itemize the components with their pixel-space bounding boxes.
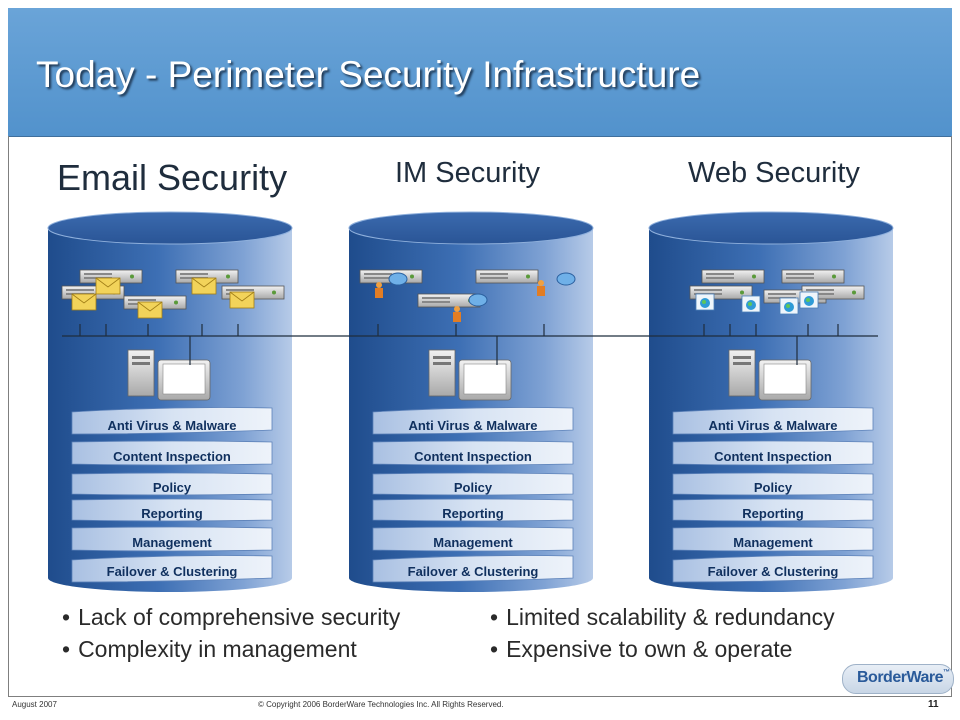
logo-wordmark: BorderWare xyxy=(857,669,943,686)
logo-text: BorderWare™ xyxy=(857,669,950,687)
bullet-item: • Complexity in management xyxy=(62,636,357,663)
footer-rule xyxy=(8,696,952,697)
im-layer-management: Management xyxy=(433,535,513,550)
email-layer-anti-virus: Anti Virus & Malware xyxy=(107,418,237,433)
right-frame-line xyxy=(951,136,952,696)
mail-server-appliance-icon xyxy=(61,269,285,319)
network-drop-lines xyxy=(79,324,839,365)
email-layer-failover: Failover & Clustering xyxy=(106,564,238,579)
web-layer-failover: Failover & Clustering xyxy=(707,564,839,579)
web-layer-content-inspection: Content Inspection xyxy=(714,449,832,464)
im-layer-reporting: Reporting xyxy=(442,506,504,521)
web-server-appliance-icon xyxy=(689,269,865,315)
im-layer-content-inspection: Content Inspection xyxy=(414,449,532,464)
im-layer-failover: Failover & Clustering xyxy=(407,564,539,579)
web-layer-management: Management xyxy=(733,535,813,550)
left-frame-line xyxy=(8,136,9,696)
email-layer-reporting: Reporting xyxy=(141,506,203,521)
web-layer-policy: Policy xyxy=(753,480,793,495)
im-security-heading: IM Security xyxy=(395,157,541,189)
email-security-heading: Email Security xyxy=(57,157,288,198)
bullet-item: • Limited scalability & redundancy xyxy=(490,604,835,631)
email-layer-management: Management xyxy=(132,535,212,550)
web-layer-reporting: Reporting xyxy=(742,506,804,521)
bullet-marker: • xyxy=(490,604,499,630)
im-server-appliance-icon xyxy=(359,269,576,322)
web-layer-anti-virus: Anti Virus & Malware xyxy=(708,418,838,433)
bullet-text: Expensive to own & operate xyxy=(506,636,793,662)
footer-date: August 2007 xyxy=(12,700,57,709)
email-layer-content-inspection: Content Inspection xyxy=(113,449,231,464)
logo-trademark: ™ xyxy=(942,669,950,676)
page-number: 11 xyxy=(928,699,939,710)
slide-title: Today - Perimeter Security Infrastructur… xyxy=(36,54,701,95)
bullet-marker: • xyxy=(490,636,499,662)
bullet-item: • Expensive to own & operate xyxy=(490,636,792,663)
borderware-logo: BorderWare™ xyxy=(842,664,954,694)
bullet-item: • Lack of comprehensive security xyxy=(62,604,400,631)
bullet-text: Limited scalability & redundancy xyxy=(506,604,835,630)
web-security-heading: Web Security xyxy=(688,157,860,189)
email-layer-policy: Policy xyxy=(152,480,192,495)
bullet-marker: • xyxy=(62,636,71,662)
bullet-marker: • xyxy=(62,604,71,630)
title-banner: Today - Perimeter Security Infrastructur… xyxy=(8,8,952,137)
bullet-text: Complexity in management xyxy=(78,636,357,662)
bullet-text: Lack of comprehensive security xyxy=(78,604,401,630)
im-layer-policy: Policy xyxy=(453,480,493,495)
footer-copyright: © Copyright 2006 BorderWare Technologies… xyxy=(258,700,504,709)
im-layer-anti-virus: Anti Virus & Malware xyxy=(408,418,538,433)
